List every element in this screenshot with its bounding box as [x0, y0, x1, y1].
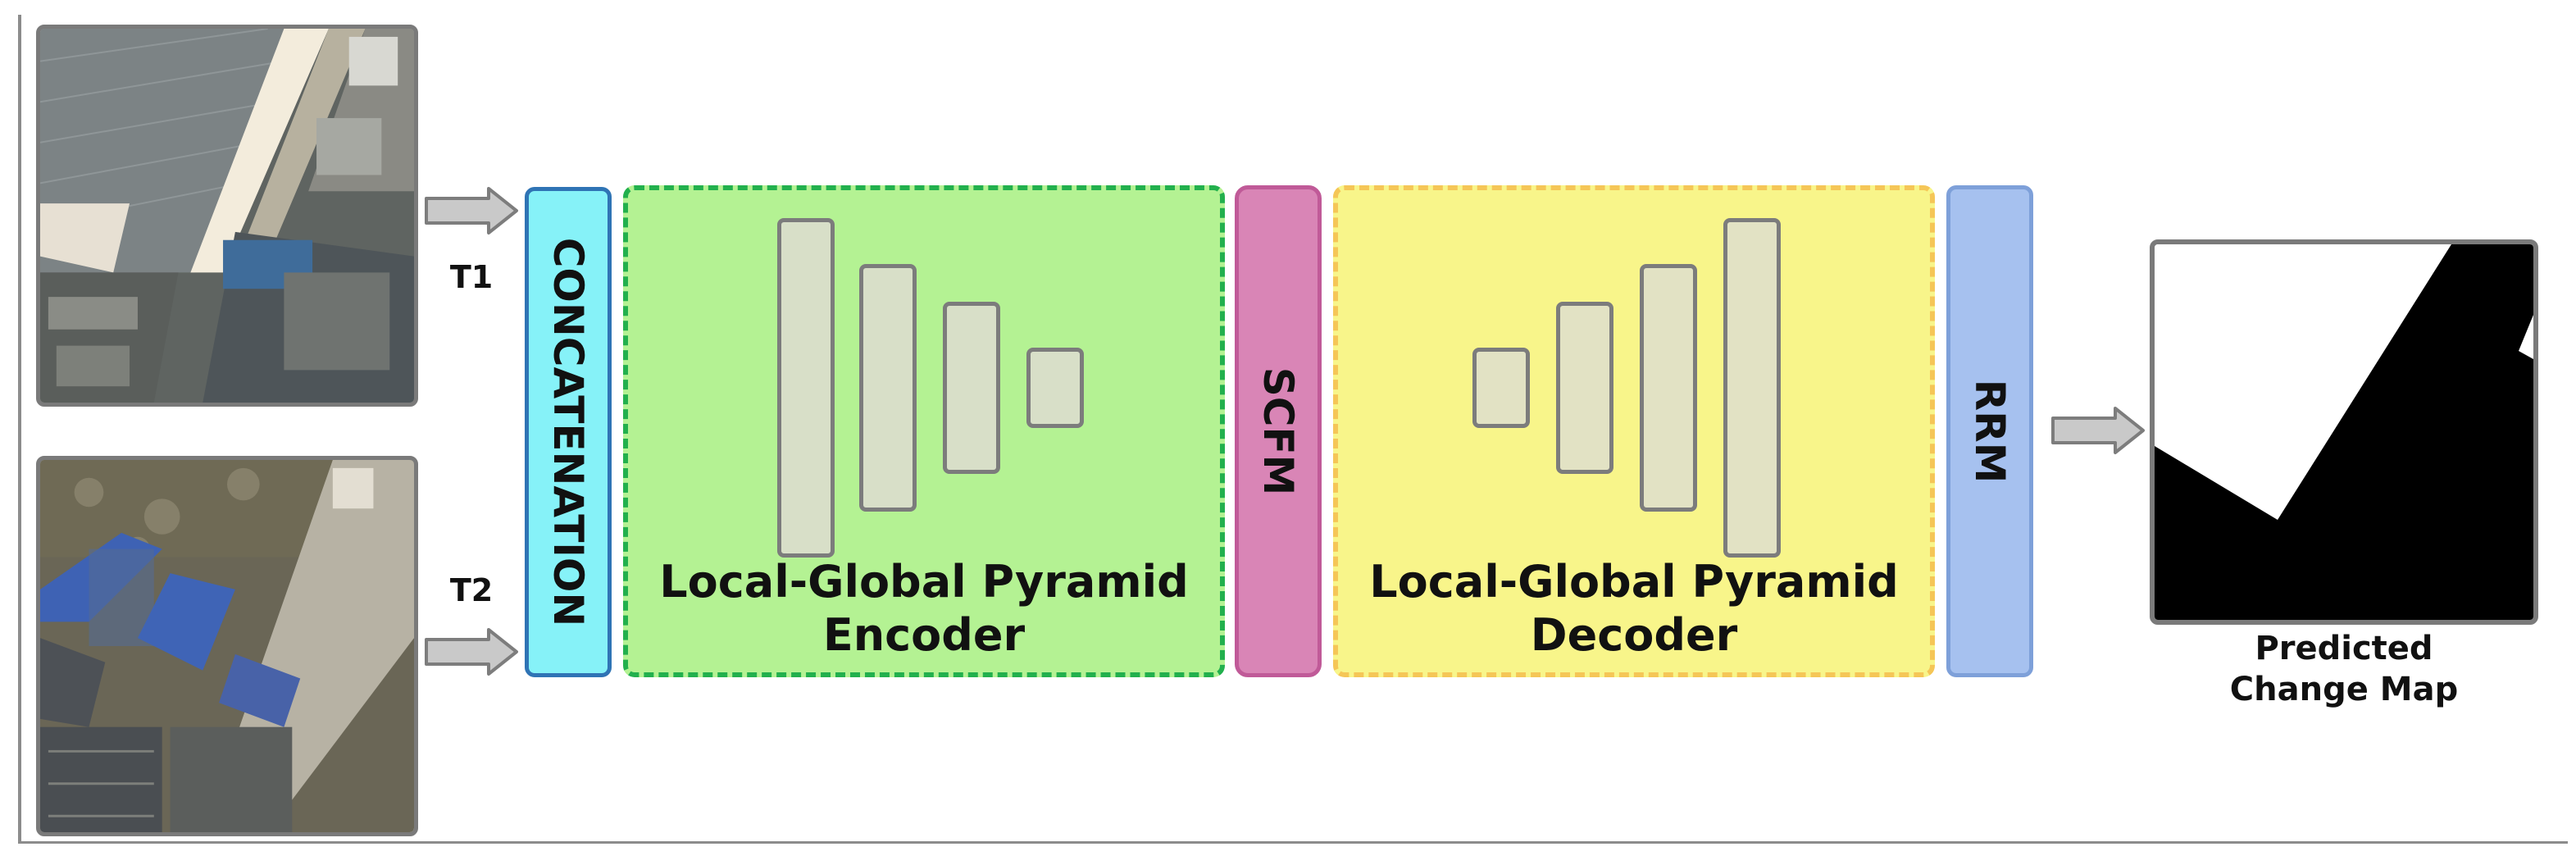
encoder-stage-1: [777, 218, 835, 558]
t1-label: T1: [449, 259, 494, 295]
encoder-module: [623, 185, 1225, 677]
encoder-stage-4: [1026, 348, 1084, 428]
t2-satellite-image: [36, 456, 418, 836]
rrm-module: RRM: [1946, 185, 2033, 677]
t2-label: T2: [449, 572, 494, 608]
encoder-stage-3: [943, 302, 1000, 474]
t1-satellite-image: [36, 25, 418, 407]
frame-bottom-line: [18, 841, 2568, 844]
predicted-change-map: [2150, 239, 2538, 625]
output-label-line1: Predicted: [2255, 630, 2433, 667]
output-arrow: [2051, 407, 2145, 454]
decoder-stage-2: [1556, 302, 1613, 474]
decoder-module: [1333, 185, 1935, 677]
scfm-label: SCFM: [1254, 366, 1302, 496]
output-label: Predicted Change Map: [2150, 628, 2538, 710]
t2-arrow: [425, 628, 518, 676]
output-label-line2: Change Map: [2229, 671, 2459, 708]
decoder-title-line1: Local-Global Pyramid: [1369, 556, 1899, 608]
encoder-title-line1: Local-Global Pyramid: [659, 556, 1189, 608]
decoder-stage-1: [1472, 348, 1530, 428]
rrm-label: RRM: [1966, 379, 2014, 484]
encoder-stage-2: [859, 264, 917, 512]
encoder-title-line2: Encoder: [822, 608, 1026, 661]
decoder-stage-3: [1640, 264, 1697, 512]
t1-arrow: [425, 187, 518, 234]
concatenation-label: CONCATENATION: [544, 237, 592, 627]
frame-left-line: [18, 15, 21, 843]
encoder-title: Local-Global Pyramid Encoder: [623, 556, 1225, 662]
decoder-stage-4: [1723, 218, 1781, 558]
scfm-module: SCFM: [1235, 185, 1322, 677]
decoder-title-line2: Decoder: [1530, 608, 1738, 661]
concatenation-module: CONCATENATION: [525, 187, 612, 677]
decoder-title: Local-Global Pyramid Decoder: [1333, 556, 1935, 662]
